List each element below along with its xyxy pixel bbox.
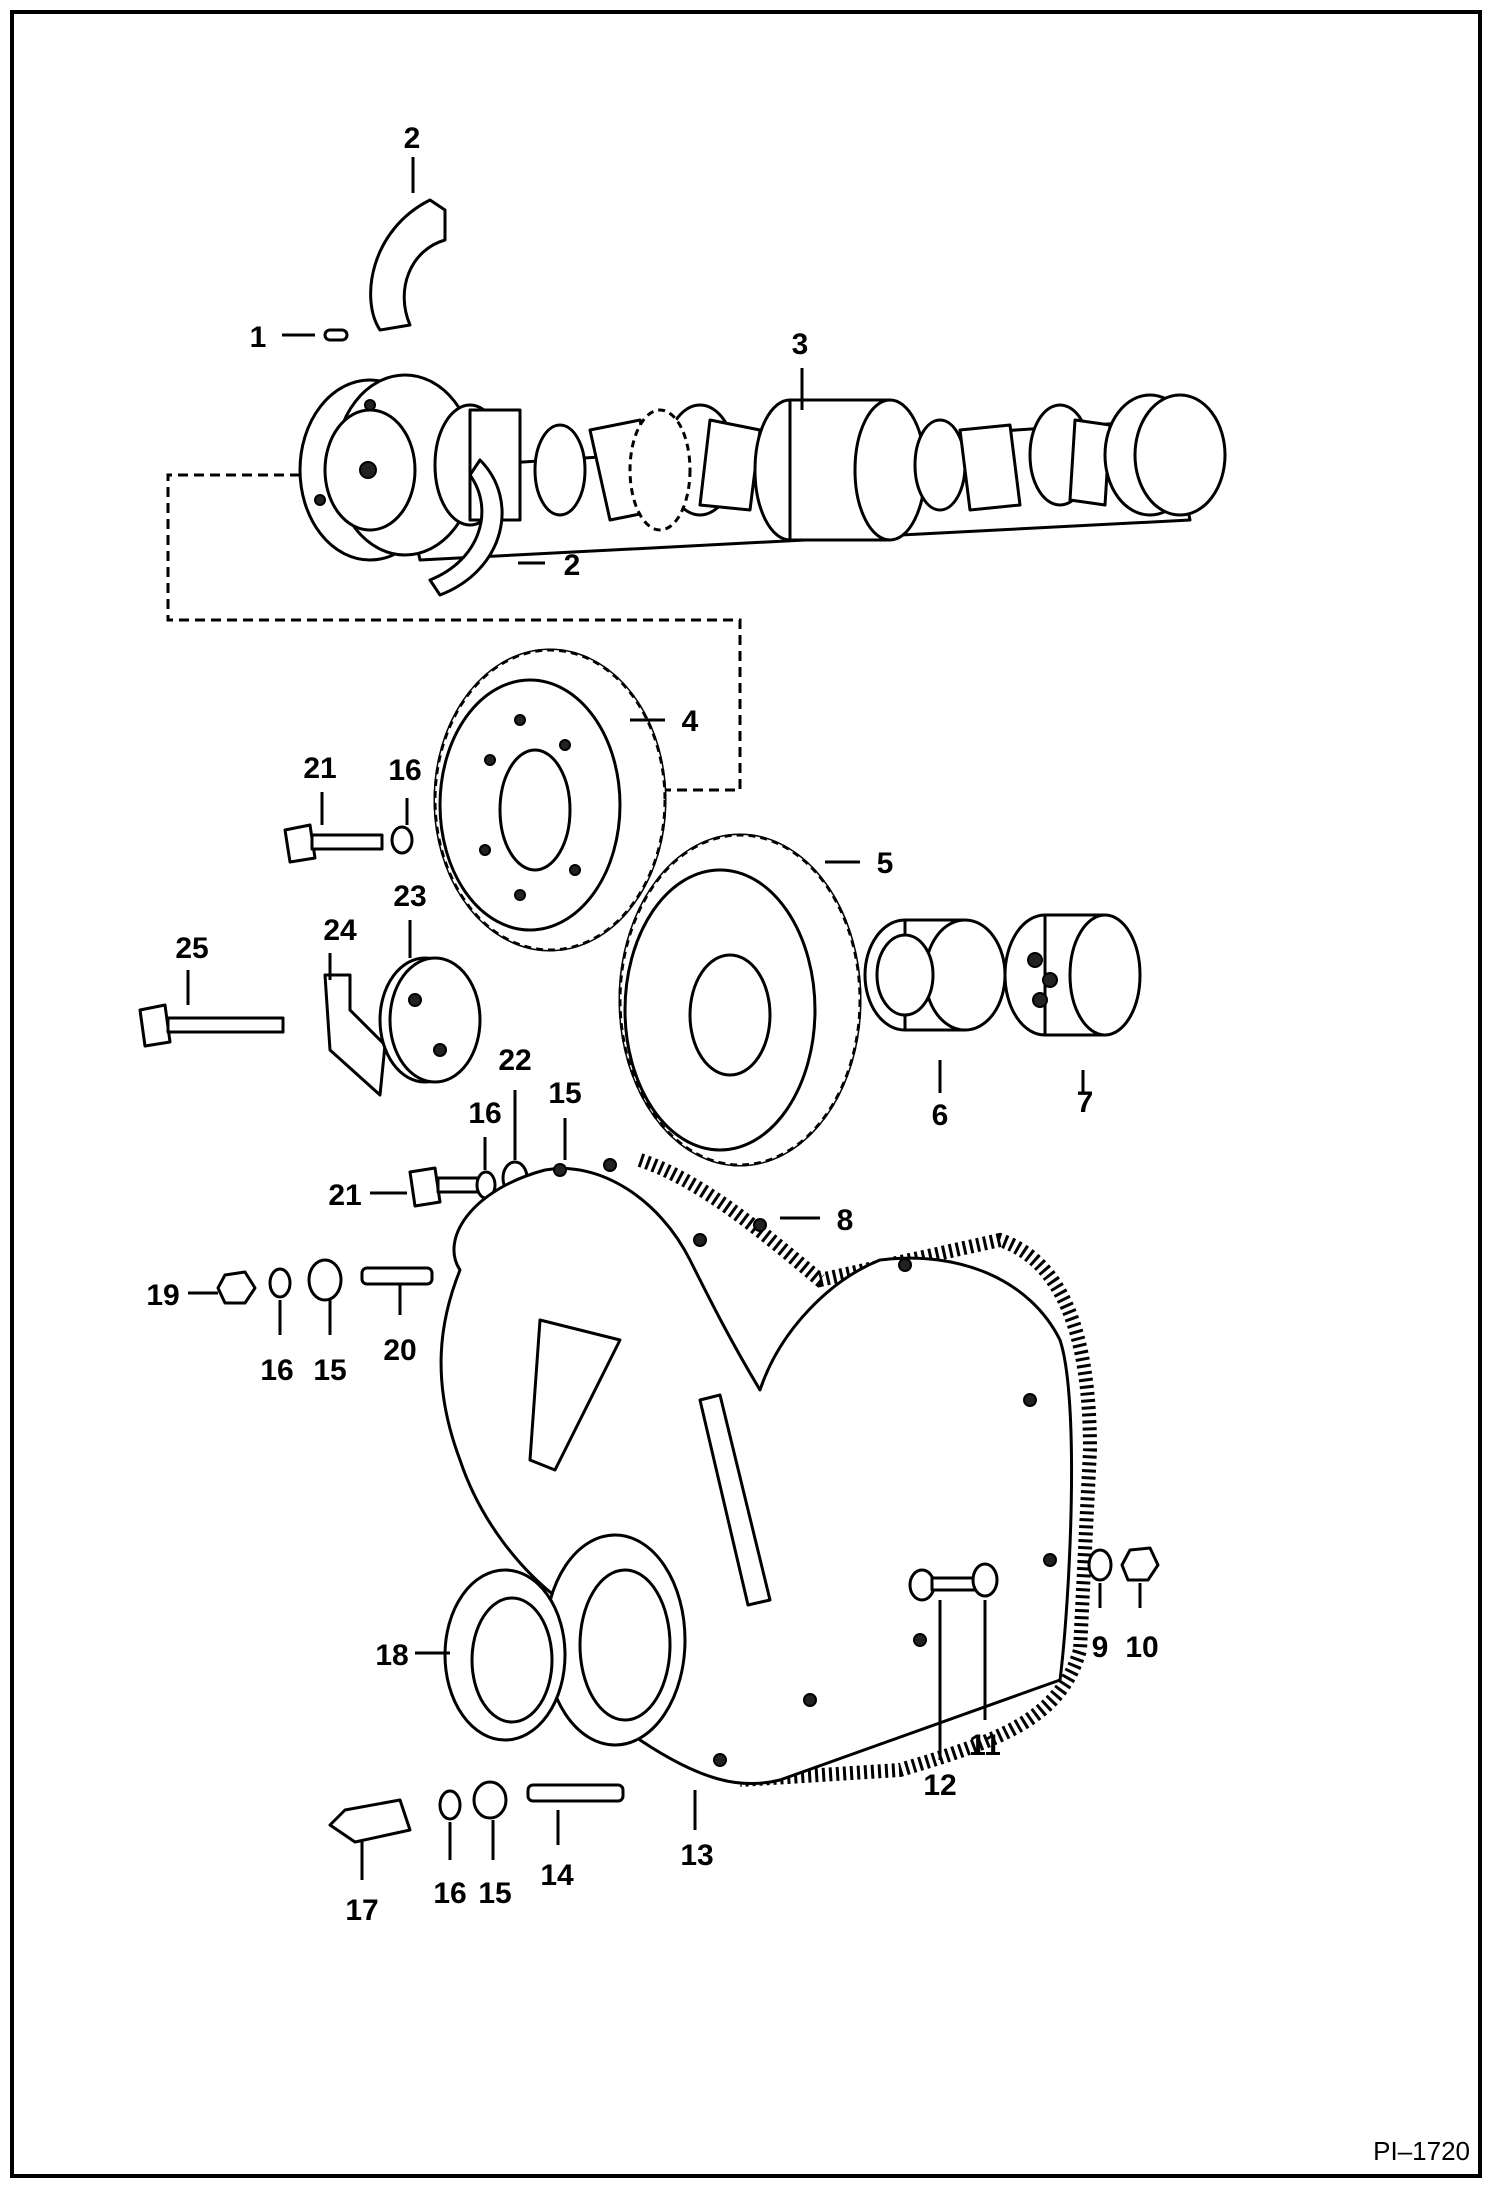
lock-washer-part (268, 1267, 292, 1299)
callout-label: 22 (498, 1044, 531, 1077)
callout-label: 7 (1077, 1086, 1094, 1119)
callout-label: 10 (1125, 1631, 1158, 1664)
cover-bolt-part (908, 1562, 999, 1602)
washer-9-part (1087, 1548, 1113, 1582)
callout-label: 13 (680, 1839, 713, 1872)
nut-19-part (216, 1270, 257, 1305)
camshaft-gear-part (433, 648, 667, 952)
callout-label: 21 (328, 1179, 361, 1212)
oil-seal-part (443, 1568, 567, 1742)
idler-gear-part (618, 833, 862, 1167)
callout-labels: 2 1 3 2 4 5 6 7 8 9 10 11 12 13 14 15 15… (146, 122, 1158, 1927)
lock-washer-part (438, 1789, 462, 1821)
diagram-frame (10, 10, 1482, 2178)
bracket-part (323, 973, 387, 1097)
callout-label: 17 (345, 1894, 378, 1927)
callout-label: 8 (837, 1204, 854, 1237)
pin-part (323, 328, 349, 342)
callout-label: 12 (923, 1769, 956, 1802)
bushing-part (863, 918, 1007, 1032)
callout-label: 15 (548, 1077, 581, 1110)
callout-label: 16 (388, 754, 421, 787)
stud-14-part (526, 1783, 625, 1803)
nut-10-part (1120, 1546, 1160, 1582)
thrust-washer-upper (369, 198, 447, 332)
thrust-plate-part (378, 956, 482, 1084)
callout-label: 2 (564, 549, 581, 582)
callout-label: 11 (969, 1729, 1001, 1762)
callout-label: 21 (303, 752, 336, 785)
callout-label: 23 (393, 880, 426, 913)
cover-slot-part (528, 1318, 622, 1472)
thrust-washer-lower (428, 458, 504, 597)
callout-label: 19 (146, 1279, 179, 1312)
callout-label: 2 (404, 122, 421, 155)
callout-label: 16 (433, 1877, 466, 1910)
callout-label: 16 (260, 1354, 293, 1387)
idler-hub-part (1003, 913, 1142, 1037)
callout-label: 1 (250, 321, 267, 354)
callout-label: 25 (175, 932, 208, 965)
washer-plate-part (472, 1780, 508, 1820)
bolt-upper-part (283, 823, 414, 864)
callout-label: 14 (540, 1859, 574, 1892)
callout-label: 6 (932, 1099, 949, 1132)
figure-reference: PI–1720 (1373, 2136, 1470, 2166)
stud-20-part (360, 1266, 434, 1286)
callout-label: 15 (478, 1877, 511, 1910)
callout-label: 16 (468, 1097, 501, 1130)
camshaft-part (298, 373, 1227, 562)
callout-label: 24 (323, 914, 357, 947)
washer-plate-part (307, 1258, 343, 1302)
cover-slot-part (698, 1393, 772, 1607)
callout-label: 20 (383, 1334, 416, 1367)
callout-label: 18 (375, 1639, 408, 1672)
callout-label: 4 (682, 705, 699, 738)
leader-lines (186, 157, 1142, 1880)
callout-label: 5 (877, 847, 894, 880)
callout-label: 9 (1092, 1631, 1109, 1664)
bolt-long-part (138, 1003, 285, 1048)
callout-label: 15 (313, 1354, 346, 1387)
dowel-17-part (328, 1798, 412, 1844)
callout-label: 3 (792, 328, 809, 361)
